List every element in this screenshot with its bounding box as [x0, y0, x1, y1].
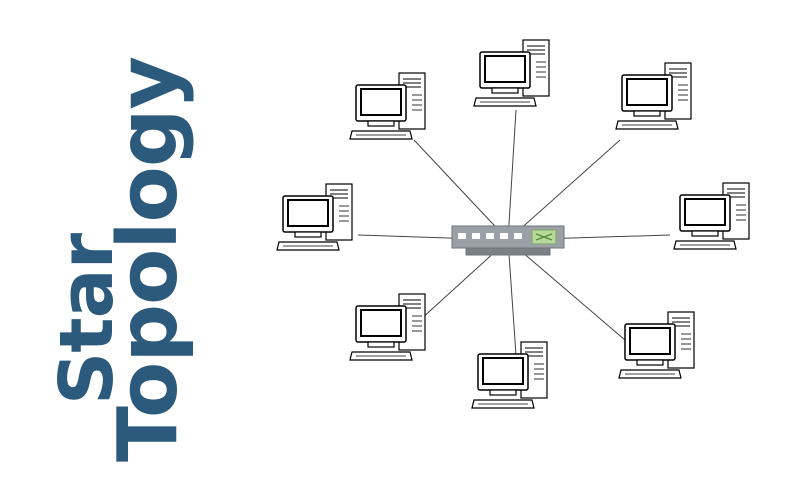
monitor-screen: [484, 55, 526, 83]
hub-port: [486, 233, 494, 239]
hub-port: [500, 233, 508, 239]
hub-port: [514, 233, 522, 239]
monitor-screen: [360, 309, 402, 337]
monitor-screen: [629, 327, 671, 355]
computer-top-left-icon: [349, 72, 426, 140]
monitor-screen: [482, 357, 524, 385]
link-top-left: [413, 139, 509, 241]
hub-port: [458, 233, 466, 239]
hub-base: [465, 247, 551, 256]
computer-bottom-icon: [471, 341, 548, 409]
hub-icon: [451, 225, 565, 256]
computer-right-icon: [673, 182, 750, 250]
link-top: [507, 109, 517, 241]
computer-top-right-icon: [615, 62, 692, 130]
computer-bottom-left-icon: [349, 293, 426, 361]
link-top-right: [507, 139, 621, 241]
monitor-screen: [360, 88, 402, 116]
link-bottom-right: [507, 239, 626, 341]
computer-bottom-right-icon: [618, 311, 695, 379]
link-bottom: [507, 239, 517, 356]
monitor-screen: [287, 199, 329, 227]
monitor-screen: [684, 198, 726, 226]
computers-group: [276, 39, 750, 409]
computer-left-icon: [276, 183, 353, 251]
computer-top-icon: [473, 39, 550, 107]
monitor-screen: [626, 78, 668, 106]
hub-port: [472, 233, 480, 239]
